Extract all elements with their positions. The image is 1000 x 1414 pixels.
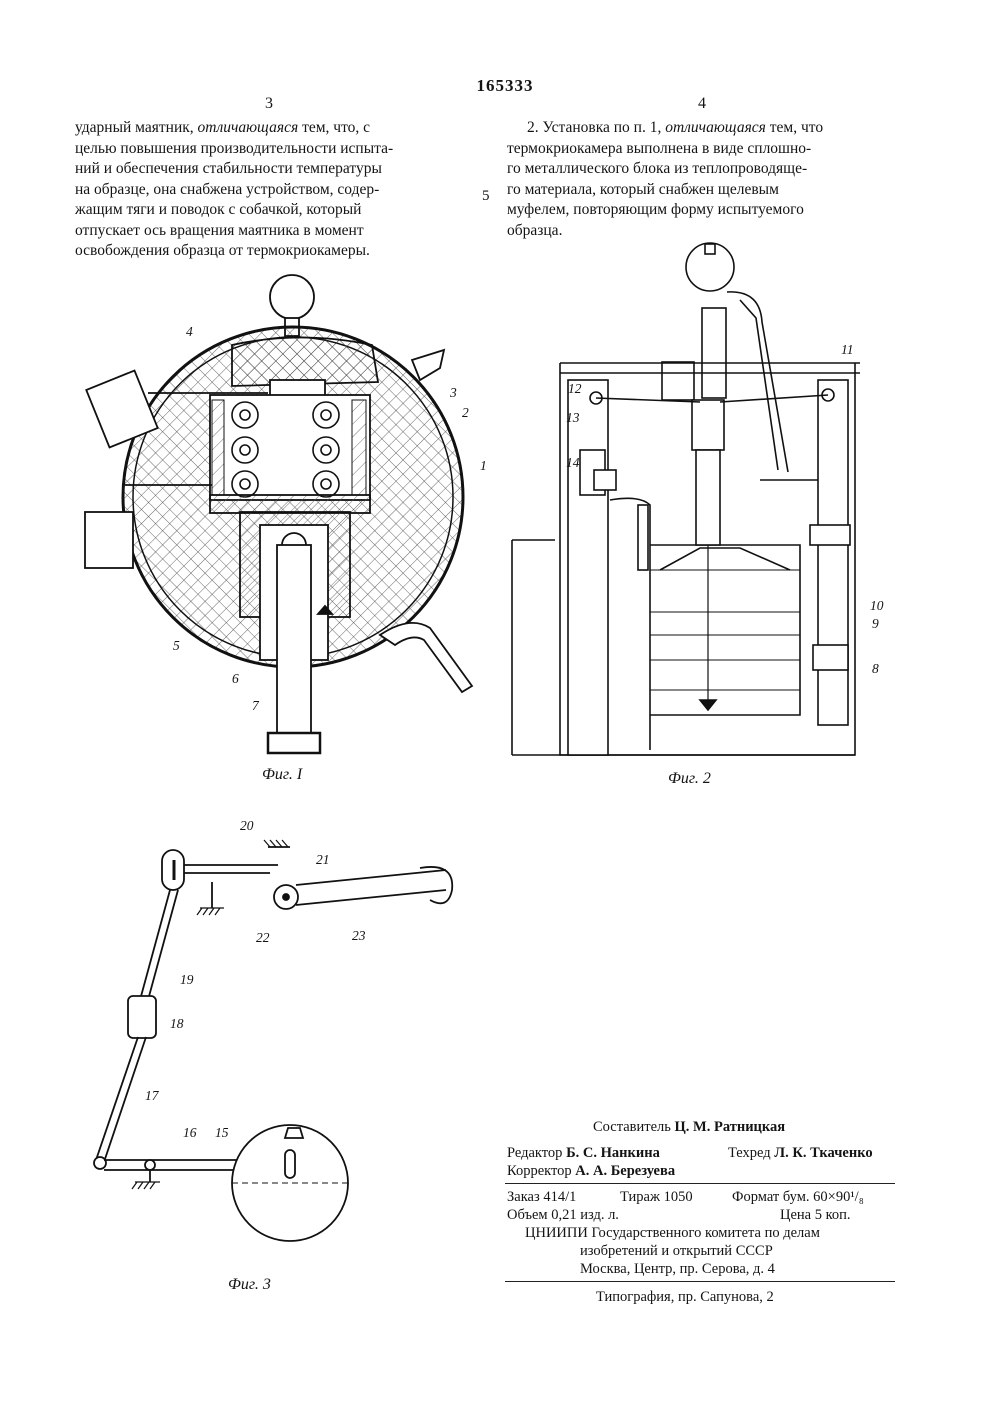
fig2-label-8: 8 bbox=[872, 661, 879, 677]
fig2-label-10: 10 bbox=[870, 598, 884, 614]
fig3-label-19: 19 bbox=[180, 972, 194, 988]
imprint-order: Заказ 414/1 bbox=[507, 1188, 576, 1206]
figure-1-drawing bbox=[85, 275, 472, 753]
fig3-label-15: 15 bbox=[215, 1125, 229, 1141]
imprint-price: Цена 5 коп. bbox=[780, 1206, 851, 1224]
fig3-label-21: 21 bbox=[316, 852, 330, 868]
imprint-corrector: Корректор А. А. Березуева bbox=[507, 1162, 675, 1180]
fig3-label-18: 18 bbox=[170, 1016, 184, 1032]
fig1-label-3: 3 bbox=[450, 385, 457, 401]
fig1-label-6: 6 bbox=[232, 671, 239, 687]
imprint-printer: Типография, пр. Сапунова, 2 bbox=[596, 1288, 774, 1306]
fig2-label-12: 12 bbox=[568, 381, 582, 397]
fig1-label-4: 4 bbox=[186, 324, 193, 340]
imprint-divider bbox=[505, 1183, 895, 1184]
fig1-label-7: 7 bbox=[252, 698, 259, 714]
fig1-label-2: 2 bbox=[462, 405, 469, 421]
fig2-label-11: 11 bbox=[841, 342, 854, 358]
fig2-label-14: 14 bbox=[566, 455, 580, 471]
imprint-editor: Редактор Б. С. Нанкина bbox=[507, 1144, 660, 1162]
fig2-label-9: 9 bbox=[872, 616, 879, 632]
fig2-label-13: 13 bbox=[566, 410, 580, 426]
imprint-compiler: Составитель Ц. М. Ратницкая bbox=[593, 1118, 785, 1136]
fig1-caption: Фиг. I bbox=[262, 766, 302, 784]
imprint-divider-bottom bbox=[505, 1281, 895, 1282]
fig2-caption: Фиг. 2 bbox=[668, 770, 711, 788]
imprint-org-line3: Москва, Центр, пр. Серова, д. 4 bbox=[580, 1260, 775, 1278]
imprint-circulation: Тираж 1050 bbox=[620, 1188, 693, 1206]
imprint-org-line1: ЦНИИПИ Государственного комитета по дела… bbox=[525, 1224, 820, 1242]
fig3-caption: Фиг. 3 bbox=[228, 1276, 271, 1294]
fig1-label-5: 5 bbox=[173, 638, 180, 654]
fig3-label-20: 20 bbox=[240, 818, 254, 834]
imprint-volume: Объем 0,21 изд. л. bbox=[507, 1206, 619, 1224]
fig3-label-17: 17 bbox=[145, 1088, 159, 1104]
imprint-org-line2: изобретений и открытий СССР bbox=[580, 1242, 773, 1260]
imprint-format: Формат бум. 60×90¹/₈ bbox=[732, 1188, 864, 1206]
figure-2-drawing bbox=[512, 243, 860, 755]
fig3-label-23: 23 bbox=[352, 928, 366, 944]
fig3-label-22: 22 bbox=[256, 930, 270, 946]
fig3-label-16: 16 bbox=[183, 1125, 197, 1141]
figure-3-drawing bbox=[94, 840, 452, 1241]
imprint-techred: Техред Л. К. Ткаченко bbox=[728, 1144, 873, 1162]
fig1-label-1: 1 bbox=[480, 458, 487, 474]
